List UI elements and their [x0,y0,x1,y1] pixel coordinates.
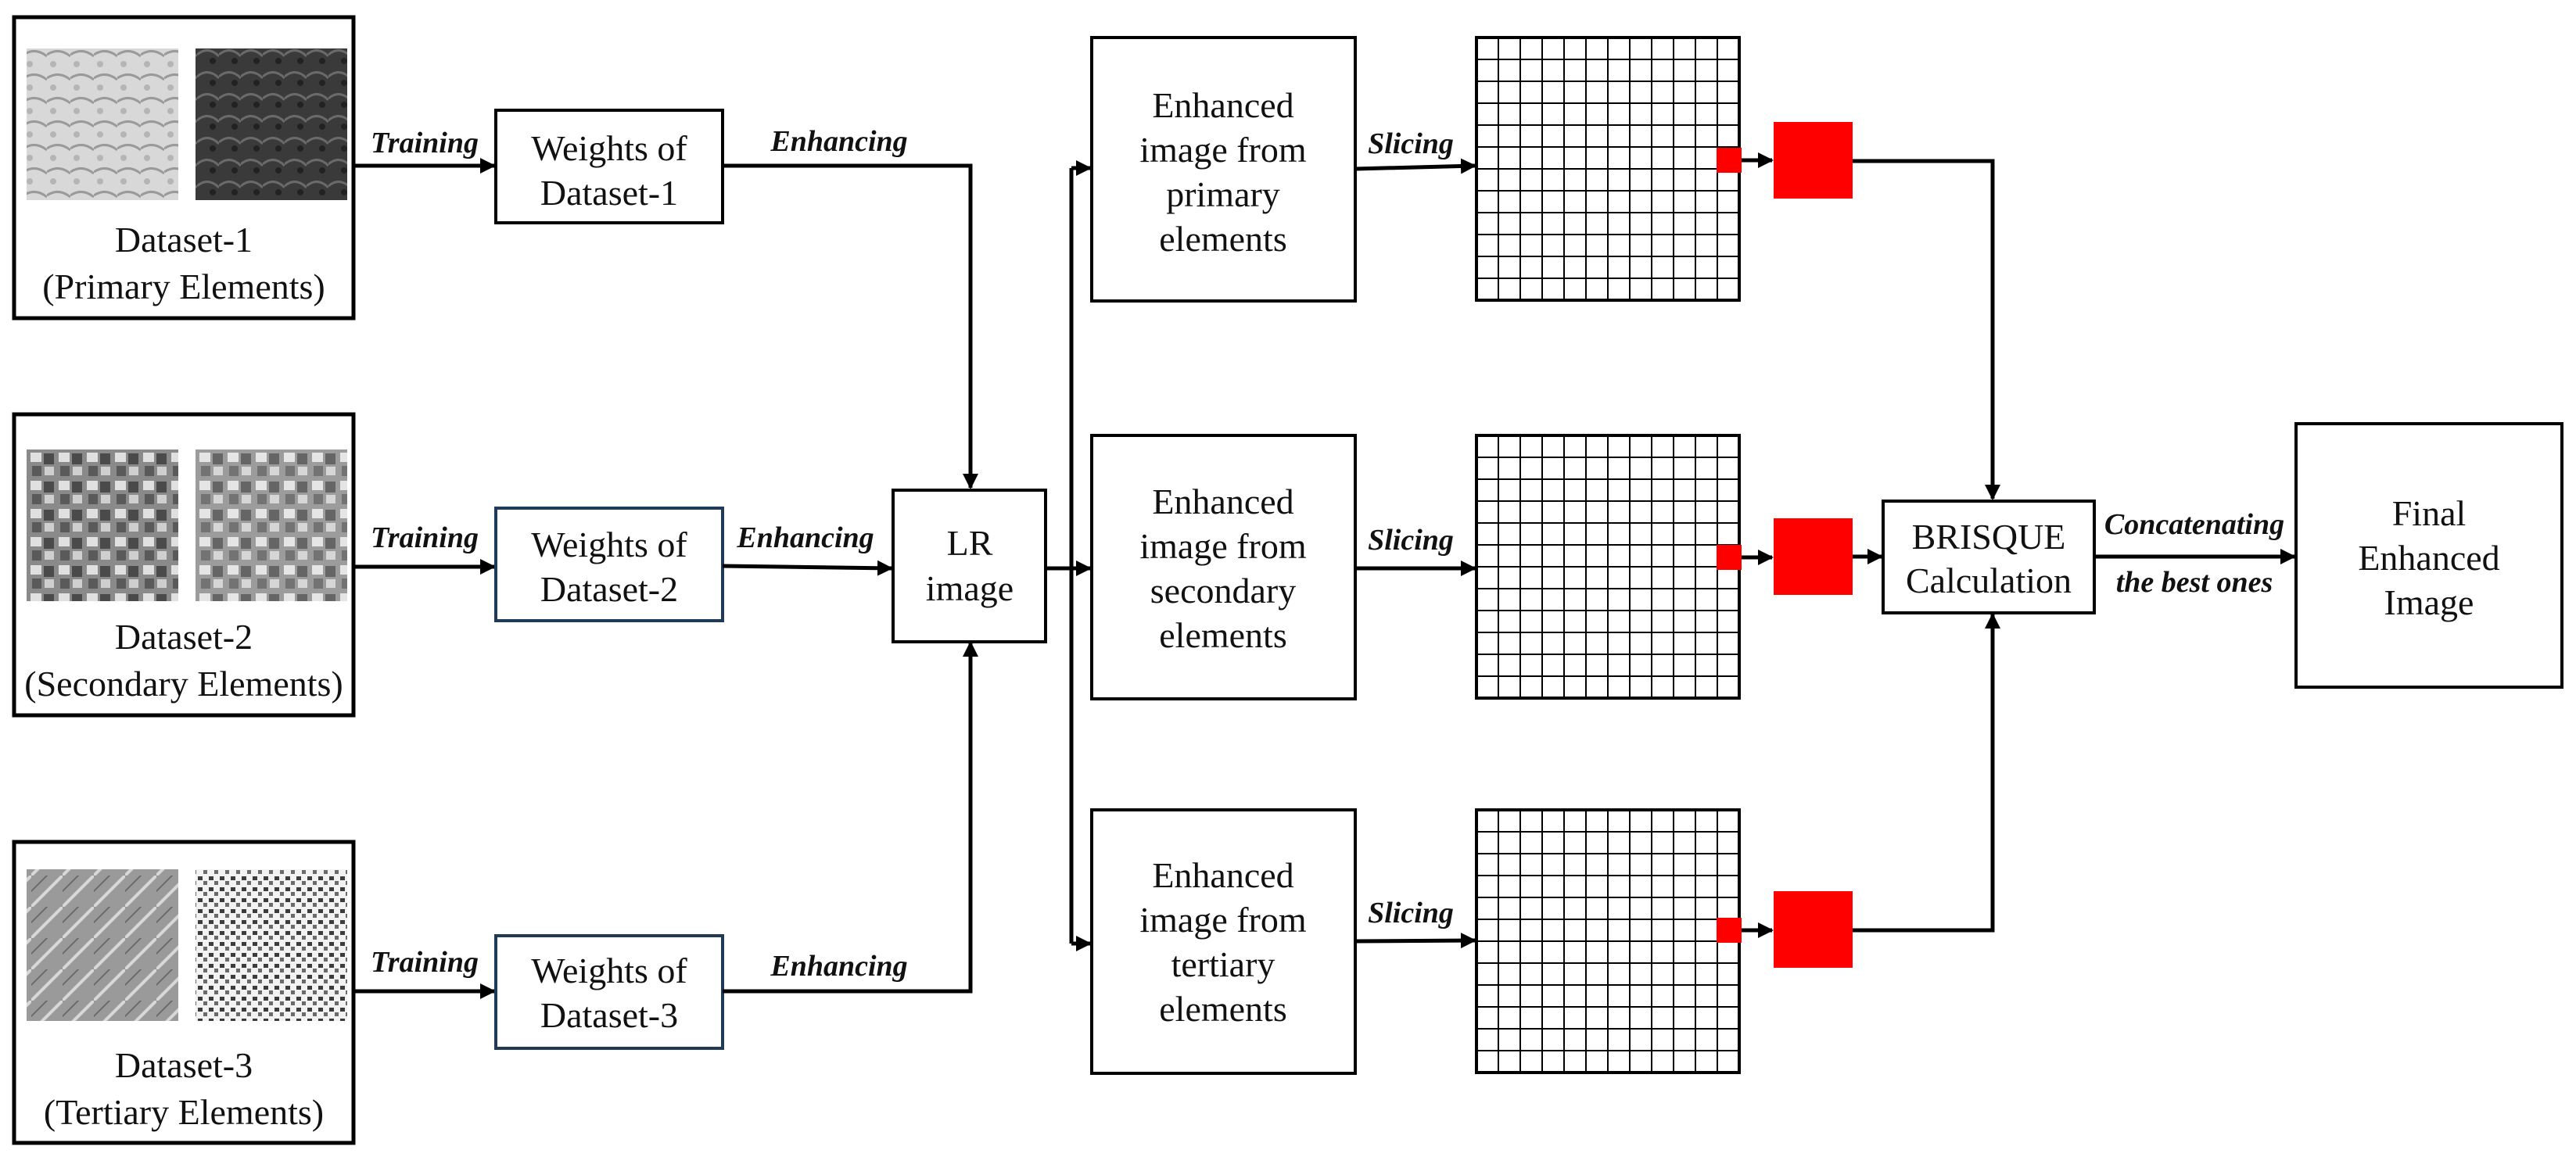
dataset-3-subtitle: (Tertiary Elements) [44,1092,324,1132]
enhanced-primary-line1: Enhanced [1152,85,1293,125]
dataset-3-image-a [27,869,178,1021]
branch-arrows [1046,160,1092,951]
enhanced-tertiary-line2: image from [1139,900,1307,940]
lr-image-line1: LR [947,523,993,563]
enhanced-tertiary-line1: Enhanced [1152,855,1293,895]
weights-1-box: Weights of Dataset-1 [494,109,724,224]
dataset-2-box: Dataset-2 (Secondary Elements) [12,412,356,718]
dataset-3-name: Dataset-3 [115,1045,253,1085]
concatenating-arrow: Concatenating the best ones [2094,508,2296,599]
dataset-3-image-b [196,869,347,1021]
dataset-2-subtitle: (Secondary Elements) [24,664,343,704]
enhancing-label-1: Enhancing [770,125,907,158]
concatenating-label-line1: Concatenating [2104,508,2284,541]
weights-1-line1: Weights of [531,128,687,168]
dataset-1-image-a [27,48,178,200]
enhancing-label-3: Enhancing [770,950,907,983]
weights-3-box: Weights of Dataset-3 [494,934,724,1050]
small-patch-1 [1717,148,1742,173]
dataset-1-image-b [196,48,347,200]
training-label-3: Training [371,946,479,979]
enhanced-secondary-line4: elements [1159,615,1287,655]
dataset-1-box: Dataset-1 (Primary Elements) [12,15,356,321]
training-label-2: Training [371,521,479,554]
enhancing-arrows: Enhancing Enhancing Enhancing [722,125,978,994]
weights-2-line2: Dataset-2 [540,569,678,609]
final-line1: Final [2392,493,2467,533]
enhanced-secondary-line1: Enhanced [1152,482,1293,521]
large-patch-3 [1774,891,1853,968]
final-enhanced-image-box: Final Enhanced Image [2294,422,2563,689]
small-patch-3 [1717,918,1742,943]
brisque-line2: Calculation [1906,561,2072,600]
enhanced-secondary-line2: image from [1139,526,1307,566]
brisque-input-arrows [1853,159,2000,933]
lr-image-box: LR image [892,489,1047,643]
training-label-1: Training [371,127,479,159]
lr-image-line2: image [926,568,1014,608]
dataset-1-subtitle: (Primary Elements) [42,267,325,306]
concatenating-label-line2: the best ones [2116,566,2273,599]
dataset-2-image-b [196,449,347,601]
training-arrows: Training Training Training [353,127,496,999]
weights-3-line1: Weights of [531,951,687,990]
enhanced-tertiary-line4: elements [1159,989,1287,1029]
dataset-3-box: Dataset-3 (Tertiary Elements) [12,840,356,1145]
slice-grid-1 [1475,36,1741,302]
enhanced-secondary-box: Enhanced image from secondary elements [1090,434,1357,700]
final-line3: Image [2384,582,2474,622]
weights-2-line1: Weights of [531,525,687,564]
large-patch-1 [1774,122,1853,199]
enhanced-secondary-line3: secondary [1150,571,1296,611]
final-line2: Enhanced [2358,538,2499,578]
patch-group-1 [1717,122,1853,199]
patch-group-2 [1717,518,1853,595]
small-patch-2 [1717,545,1742,570]
weights-1-line2: Dataset-1 [540,173,678,213]
enhancing-label-2: Enhancing [736,521,874,554]
enhanced-tertiary-line3: tertiary [1171,944,1275,984]
slice-grid-3 [1475,808,1741,1074]
dataset-2-image-a [27,449,178,601]
slicing-arrows: Slicing Slicing Slicing [1354,127,1476,949]
brisque-line1: BRISQUE [1912,517,2066,557]
slicing-label-2: Slicing [1368,524,1454,557]
enhanced-primary-box: Enhanced image from primary elements [1090,36,1357,303]
slicing-label-3: Slicing [1368,897,1454,929]
large-patch-2 [1774,518,1853,595]
weights-2-box: Weights of Dataset-2 [494,507,724,622]
enhanced-primary-line2: image from [1139,130,1307,170]
weights-3-line2: Dataset-3 [540,995,678,1035]
slice-grid-2 [1475,434,1741,700]
brisque-box: BRISQUE Calculation [1882,500,2096,614]
enhanced-tertiary-box: Enhanced image from tertiary elements [1090,808,1357,1075]
patch-group-3 [1717,891,1853,968]
dataset-2-name: Dataset-2 [115,617,253,657]
enhanced-primary-line4: elements [1159,219,1287,259]
dataset-1-name: Dataset-1 [115,220,253,260]
enhanced-primary-line3: primary [1166,174,1280,214]
slicing-label-1: Slicing [1368,127,1454,160]
